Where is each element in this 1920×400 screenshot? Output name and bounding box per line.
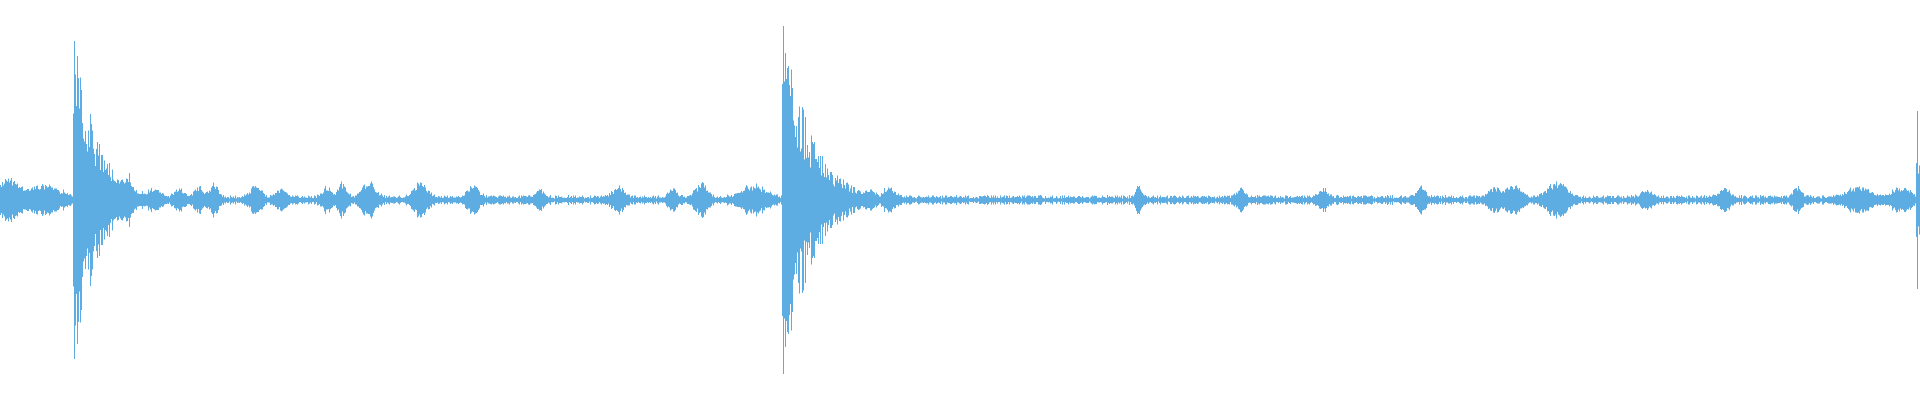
waveform-trace <box>0 25 1920 375</box>
